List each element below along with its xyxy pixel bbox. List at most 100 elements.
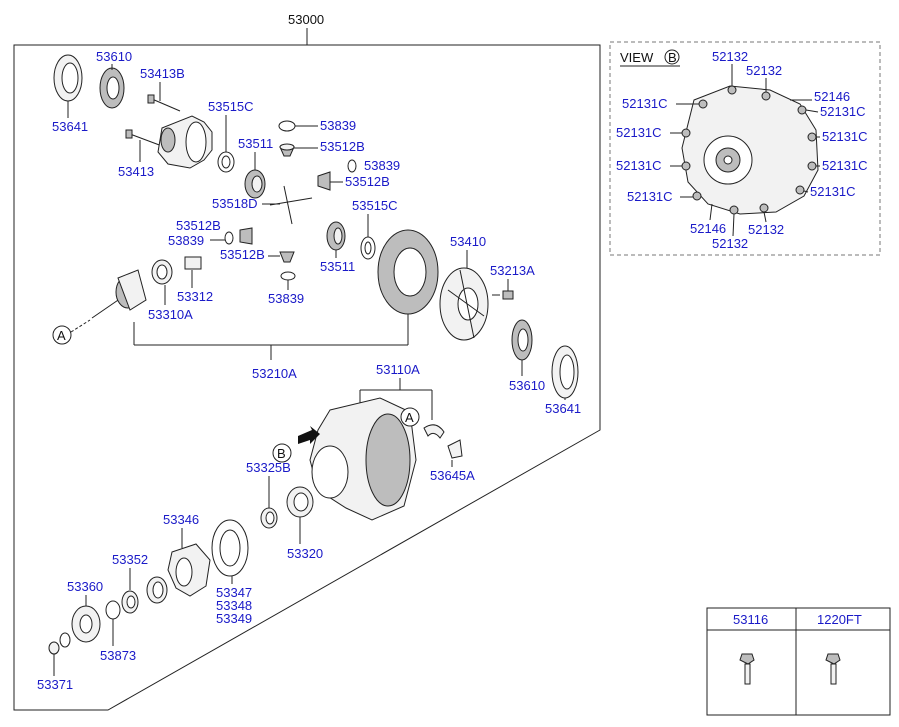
bearing-race-53641-right[interactable] [551,345,579,399]
side-gear-53511-2[interactable] [326,221,346,251]
label-53610-right[interactable]: 53610 [509,378,545,393]
label-53213A[interactable]: 53213A [490,263,535,278]
label-53512B-2[interactable]: 53512B [345,174,390,189]
view-b-label-52131c-r4[interactable]: 52131C [810,184,856,199]
view-b-label-52131c-r2[interactable]: 52131C [822,129,868,144]
spacer-53312[interactable] [184,256,202,270]
washer-53839-3[interactable] [224,231,234,245]
view-b-label-52131c-l4[interactable]: 52131C [627,189,673,204]
view-b-label-52146-a[interactable]: 52146 [814,89,850,104]
view-b-label-52146-b[interactable]: 52146 [690,221,726,236]
differential-case-half[interactable] [157,115,213,169]
view-b-label-52132-a[interactable]: 52132 [712,49,748,64]
label-53110A[interactable]: 53110A [376,362,420,377]
ring-gear[interactable] [377,229,439,315]
pinion-53512B-3[interactable] [239,227,253,245]
label-53511-2[interactable]: 53511 [320,259,355,274]
label-53641-right[interactable]: 53641 [545,401,581,416]
label-53312[interactable]: 53312 [177,289,213,304]
carrier-case-53110A[interactable] [309,397,417,521]
label-53346[interactable]: 53346 [163,512,199,527]
label-53348[interactable]: 53348 [216,598,252,613]
label-53320[interactable]: 53320 [287,546,323,561]
label-53360[interactable]: 53360 [67,579,103,594]
ref-b-arrow: B [272,426,320,463]
washer-53839-4[interactable] [280,271,296,281]
view-b-label-52131c-l1[interactable]: 52131C [622,96,668,111]
view-b-label-52132-d[interactable]: 52132 [748,222,784,237]
label-53873[interactable]: 53873 [100,648,136,663]
bolt-53213A[interactable] [492,290,514,300]
fastener-col-1220FT: 1220FT [817,612,862,627]
bolt-53413[interactable] [125,129,163,147]
label-53000[interactable]: 53000 [288,12,324,27]
label-53610-left[interactable]: 53610 [96,49,132,64]
label-53325B[interactable]: 53325B [246,460,291,475]
flange-53360[interactable] [71,605,101,643]
svg-text:A: A [57,328,66,343]
view-b-label-52131c-l3[interactable]: 52131C [616,158,662,173]
view-b-label-52131c-l2[interactable]: 52131C [616,125,662,140]
washer-53515C-top[interactable] [217,151,235,173]
seal-53325B[interactable] [260,507,278,529]
carrier-housing-rear-view[interactable] [681,85,819,215]
label-53839-3[interactable]: 53839 [168,233,204,248]
ref-a-circle-case: A [400,407,420,427]
bearing-race-53641-left[interactable] [53,54,83,102]
label-53210A[interactable]: 53210A [252,366,297,381]
washer-53873[interactable] [105,600,121,620]
bearing-53320[interactable] [286,486,314,518]
label-53310A[interactable]: 53310A [148,307,193,322]
view-b-ref: B [668,50,677,65]
view-b-panel: VIEW B 52132 52132 52146 [609,41,881,256]
bearing-53610-right[interactable] [511,319,533,361]
label-53511-top[interactable]: 53511 [238,136,273,151]
label-53641-left[interactable]: 53641 [52,119,88,134]
bolt-1220FT-icon[interactable] [825,653,841,685]
label-53839-1[interactable]: 53839 [320,118,356,133]
bolt-53116-icon[interactable] [739,653,755,685]
svg-text:B: B [277,446,286,461]
washer-53371[interactable] [59,632,71,648]
side-gear-53511-top[interactable] [244,169,266,199]
view-b-title: VIEW [620,50,654,65]
label-53839-2[interactable]: 53839 [364,158,400,173]
label-53352[interactable]: 53352 [112,552,148,567]
bearing-cap-53645A[interactable] [423,424,463,459]
pinion-53512B-2[interactable] [317,171,331,191]
label-53349[interactable]: 53349 [216,611,252,626]
label-53410[interactable]: 53410 [450,234,486,249]
washer-53515C-2[interactable] [360,236,376,260]
label-53645A[interactable]: 53645A [430,468,475,483]
bolt-53413B[interactable] [147,94,181,112]
washer-53839-top[interactable] [278,120,296,132]
diff-case-53410[interactable] [439,267,489,341]
drive-pinion-53310A[interactable] [91,269,147,319]
label-53512B-1[interactable]: 53512B [320,139,365,154]
retainer-53346[interactable] [167,543,211,597]
bearing-53312[interactable] [151,259,173,285]
label-53413[interactable]: 53413 [118,164,154,179]
view-b-label-52131c-r3[interactable]: 52131C [822,158,868,173]
label-53413B[interactable]: 53413B [140,66,185,81]
seal-53352[interactable] [121,590,139,614]
nut-53371[interactable] [48,641,60,655]
bearing-53352[interactable] [146,576,168,604]
label-53512B-4[interactable]: 53512B [220,247,265,262]
view-b-label-52131c-r1[interactable]: 52131C [820,104,866,119]
view-b-label-52132-c[interactable]: 52132 [712,236,748,251]
label-53371[interactable]: 53371 [37,677,73,692]
pinion-53512B-top[interactable] [279,143,295,157]
label-53839-4[interactable]: 53839 [268,291,304,306]
label-53518D[interactable]: 53518D [212,196,258,211]
bearing-53610-left[interactable] [99,67,125,109]
view-b-label-52132-b[interactable]: 52132 [746,63,782,78]
label-53347[interactable]: 53347 [216,585,252,600]
gasket-53347[interactable] [211,519,249,577]
washer-53839-2[interactable] [347,159,357,173]
label-53512B-3[interactable]: 53512B [176,218,221,233]
pinion-53512B-4[interactable] [279,251,295,263]
pinion-shaft-53518D[interactable] [269,185,313,225]
label-53515C-top[interactable]: 53515C [208,99,254,114]
label-53515C-2[interactable]: 53515C [352,198,398,213]
